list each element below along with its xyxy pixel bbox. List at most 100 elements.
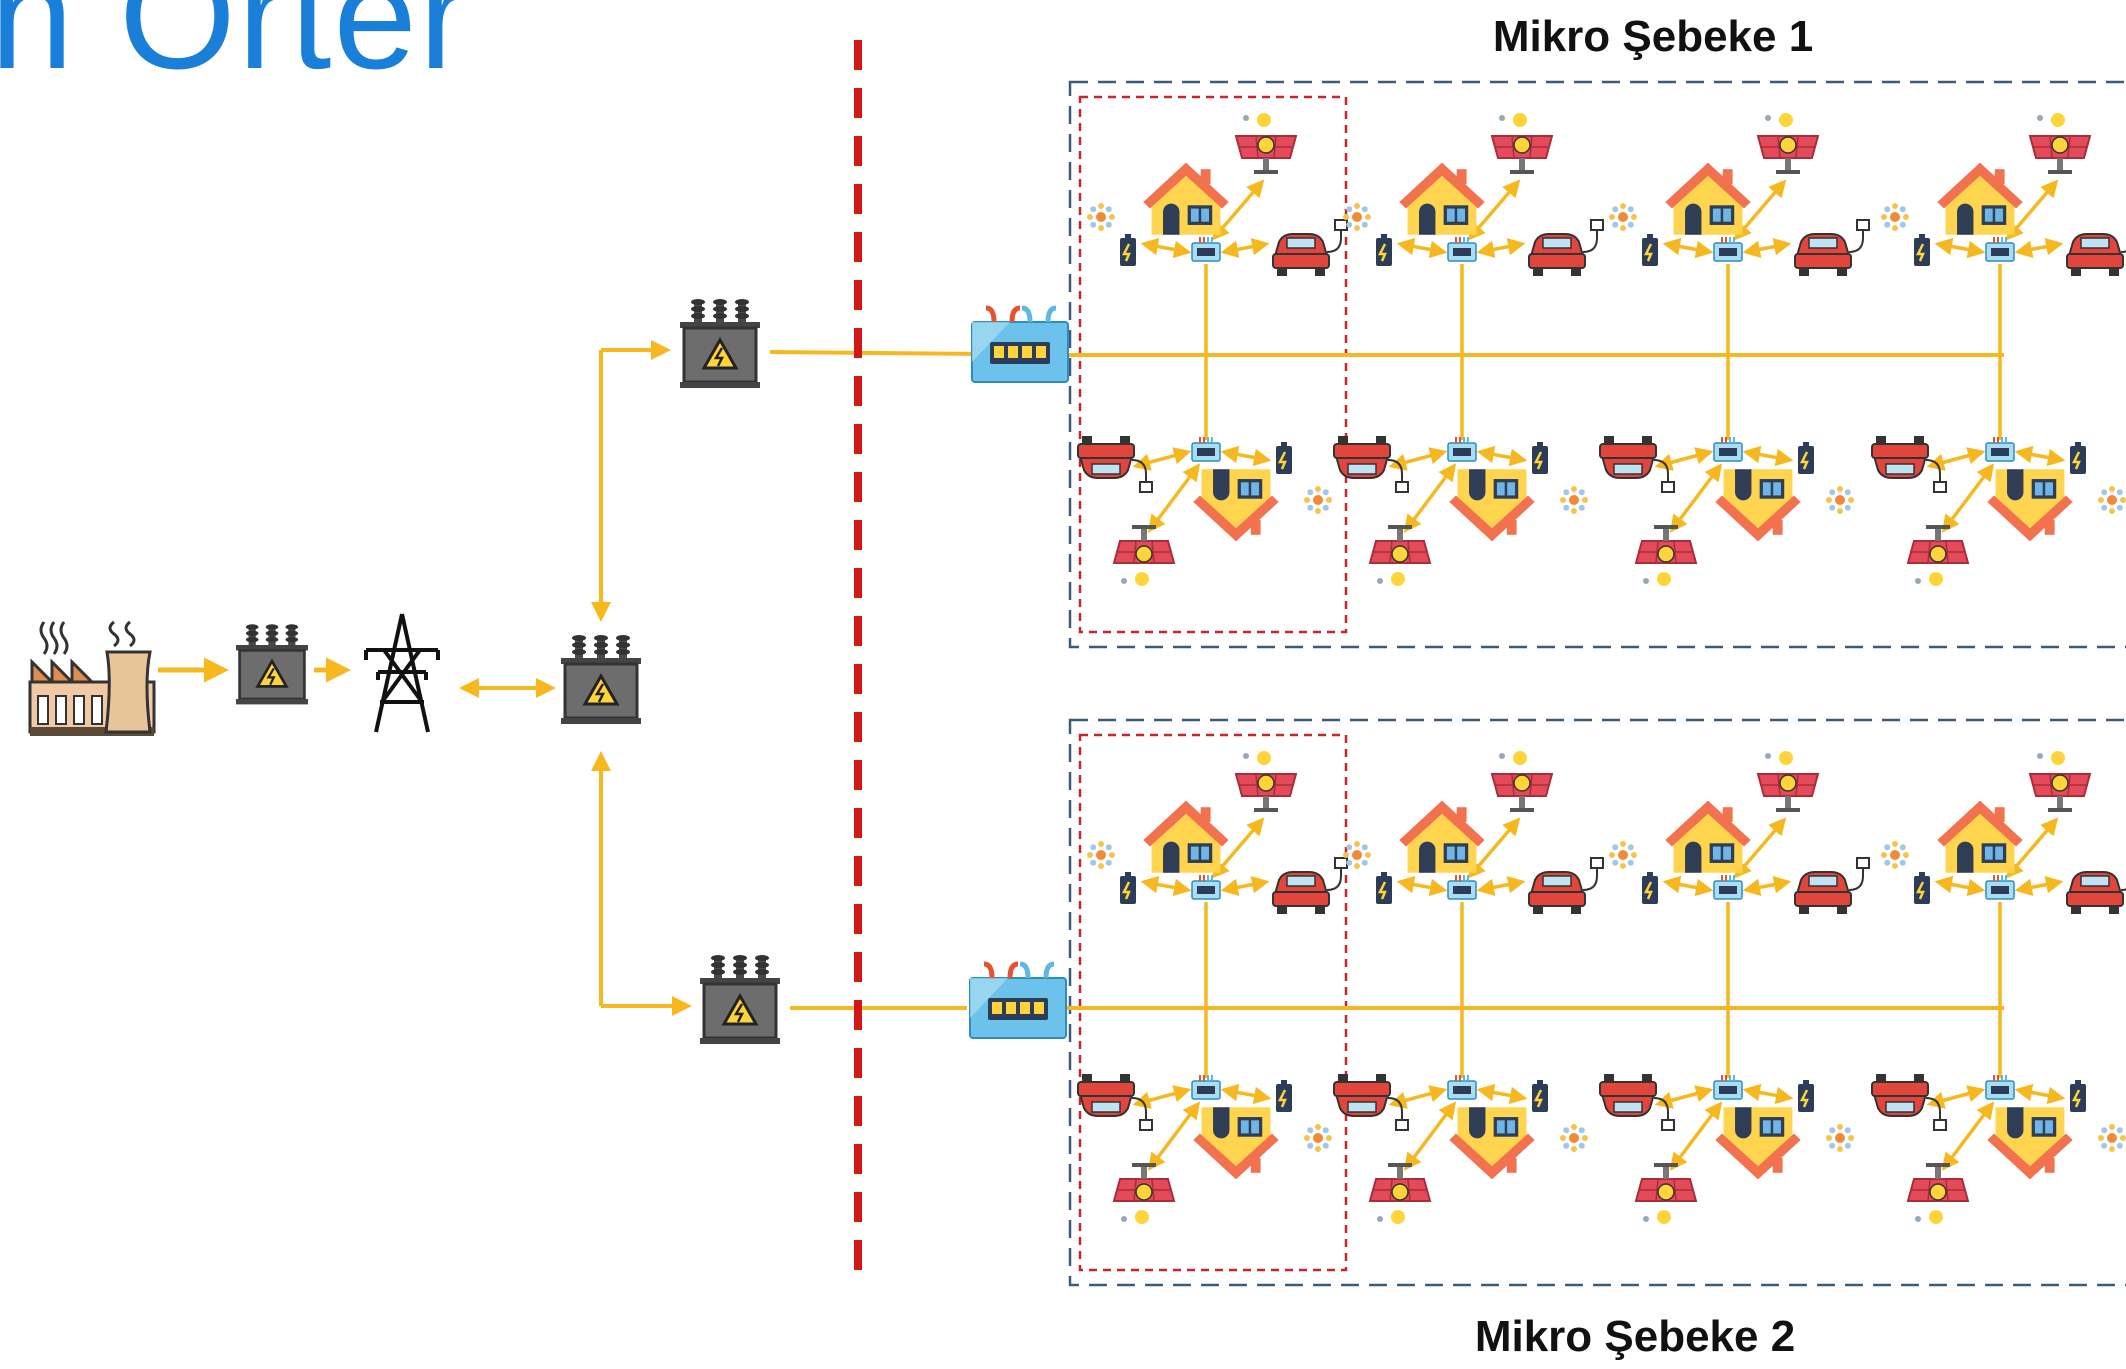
connection-line [1742, 1083, 1794, 1105]
battery-icon [1642, 234, 1658, 266]
electric-car-icon [1333, 1074, 1409, 1131]
house-icon [1193, 469, 1279, 542]
battery-icon [1120, 234, 1136, 266]
solar-panel-icon [1368, 1163, 1432, 1224]
microgrid-border [1068, 718, 2126, 1287]
power-plant-icon [28, 620, 156, 736]
smart-meter-icon [1713, 237, 1743, 262]
house-cluster-border [1078, 733, 1348, 1272]
connection-line [1147, 1101, 1201, 1171]
house-icon [1987, 1107, 2073, 1180]
connection-line [1132, 447, 1192, 471]
electric-car-icon [1528, 219, 1604, 276]
wind-turbine-icon [1826, 1124, 1854, 1152]
connection-line [1934, 237, 1986, 259]
smart-meter-icon [1985, 875, 2015, 900]
connection-line [1220, 1083, 1272, 1105]
connection-line [1396, 237, 1448, 259]
house-icon [1937, 162, 2023, 235]
solar-panel-icon [1906, 525, 1970, 586]
connection-line [1926, 1085, 1986, 1109]
electric-car-icon [1272, 857, 1348, 914]
network-switch-icon [969, 961, 1067, 1039]
wind-turbine-icon [1087, 203, 1115, 231]
smart-meter-icon [1713, 437, 1743, 462]
transformer-icon [700, 955, 780, 1044]
wind-turbine-icon [1881, 841, 1909, 869]
connection-line [1476, 238, 1526, 258]
electric-car-icon [1333, 436, 1409, 493]
connection-line [1662, 875, 1714, 897]
electric-car-icon [1077, 436, 1153, 493]
house-icon [1987, 469, 2073, 542]
house-icon [1715, 469, 1801, 542]
connection-line [1742, 876, 1792, 896]
wind-turbine-icon [1609, 841, 1637, 869]
microgrid-2-title: Mikro Şebeke 2 [1474, 1312, 1796, 1361]
connection-line [1132, 1085, 1192, 1109]
house-cluster-border [1078, 95, 1348, 634]
connection-line [1476, 445, 1528, 467]
microgrid-border [1068, 80, 2126, 649]
electric-car-icon [1871, 436, 1947, 493]
electric-car-icon [1528, 857, 1604, 914]
connection-line [1669, 1101, 1723, 1171]
wind-turbine-icon [1826, 486, 1854, 514]
smart-meter-icon [1447, 875, 1477, 900]
solar-panel-icon [1112, 525, 1176, 586]
connection-line [1742, 238, 1792, 258]
solar-panel-icon [1234, 751, 1298, 812]
electric-car-icon [1871, 1074, 1947, 1131]
house-icon [1665, 800, 1751, 873]
solar-panel-icon [1634, 1163, 1698, 1224]
connection-line [1467, 817, 1521, 879]
house-icon [1715, 1107, 1801, 1180]
connection-line [1662, 237, 1714, 259]
connection-line [1467, 179, 1521, 241]
connection-line [1926, 447, 1986, 471]
electric-car-icon [1272, 219, 1348, 276]
wind-turbine-icon [2098, 1124, 2126, 1152]
wind-turbine-icon [1304, 1124, 1332, 1152]
connection-line [1669, 463, 1723, 533]
microgrid-1-title: Mikro Şebeke 1 [1492, 12, 1814, 61]
transmission-tower-icon [364, 613, 440, 733]
smart-meter-icon [1713, 875, 1743, 900]
battery-icon [1914, 872, 1930, 904]
smart-meter-icon [1447, 437, 1477, 462]
solar-panel-icon [2028, 113, 2092, 174]
connection-line [1654, 1085, 1714, 1109]
battery-icon [1376, 234, 1392, 266]
connection-line [1733, 817, 1787, 879]
house-icon [1143, 800, 1229, 873]
electric-car-icon [1599, 1074, 1675, 1131]
wind-turbine-icon [1343, 841, 1371, 869]
connection-line [2005, 817, 2059, 879]
house-icon [1193, 1107, 1279, 1180]
transformer-icon [680, 299, 760, 388]
solar-panel-icon [1756, 113, 1820, 174]
house-icon [1449, 1107, 1535, 1180]
house-icon [1399, 162, 1485, 235]
connection-line [2014, 1083, 2066, 1105]
solar-panel-icon [1634, 525, 1698, 586]
house-icon [1449, 469, 1535, 542]
electric-car-icon [1077, 1074, 1153, 1131]
connection-line [1220, 445, 1272, 467]
battery-icon [1276, 442, 1292, 474]
house-icon [1937, 800, 2023, 873]
house-icon [1399, 800, 1485, 873]
battery-icon [1276, 1080, 1292, 1112]
connection-line [1733, 179, 1787, 241]
transformer-icon [236, 624, 308, 705]
connection-line [1388, 1085, 1448, 1109]
solar-panel-icon [1756, 751, 1820, 812]
connection-line [769, 350, 986, 356]
wind-turbine-icon [1609, 203, 1637, 231]
wind-turbine-icon [1881, 203, 1909, 231]
connection-line [1654, 447, 1714, 471]
battery-icon [1642, 872, 1658, 904]
battery-icon [2070, 442, 2086, 474]
solar-panel-icon [1906, 1163, 1970, 1224]
